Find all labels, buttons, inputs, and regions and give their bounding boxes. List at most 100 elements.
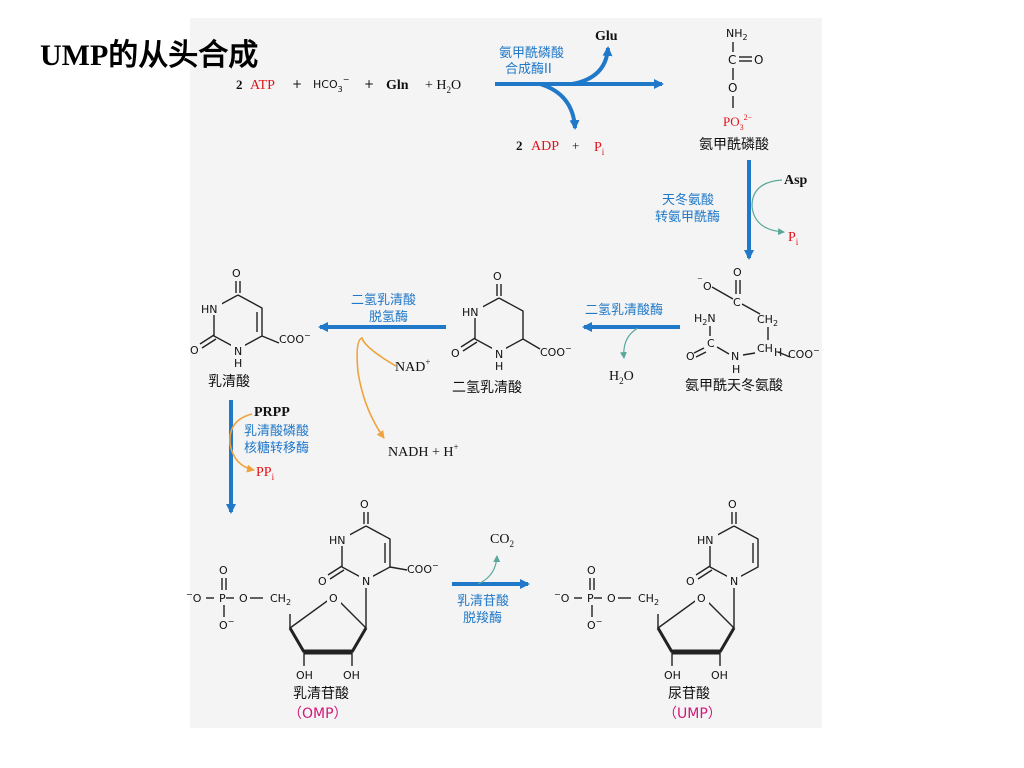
svg-text:P: P: [219, 592, 226, 605]
svg-text:CH2: CH2: [638, 592, 659, 607]
asp-pi-arrow: [751, 179, 785, 236]
svg-text:OH: OH: [711, 669, 728, 682]
svg-text:COO−: COO−: [279, 331, 311, 346]
svg-text:O: O: [728, 498, 737, 511]
adp-coefficient: 2: [516, 138, 523, 153]
svg-text:H2N: H2N: [694, 312, 716, 327]
svg-text:COO−: COO−: [540, 344, 572, 359]
ppi-label: PPi: [256, 465, 275, 482]
adp-label: ADP: [531, 139, 559, 154]
carbamoyl-aspartate-name: 氨甲酰天冬氨酸: [685, 378, 783, 394]
svg-text:N: N: [495, 348, 503, 361]
omp-abbr: （OMP）: [288, 706, 348, 722]
enzyme-cps2-label: 氨甲酰磷酸: [499, 46, 564, 61]
atom-label: NH2: [726, 27, 748, 42]
svg-text:⁻: ⁻: [697, 274, 703, 287]
dihydroorotate-structure: O HN N H O COO− 二氢乳清酸: [451, 270, 572, 396]
orotate-structure: O HN N H O COO− 乳清酸: [190, 267, 311, 390]
svg-text:O: O: [493, 270, 502, 283]
svg-text:O: O: [697, 592, 706, 605]
svg-text:CH2: CH2: [270, 592, 291, 607]
svg-text:C: C: [707, 337, 715, 350]
svg-text:HN: HN: [462, 306, 479, 319]
prpp-label: PRPP: [254, 405, 290, 420]
enzyme-atcase-label: 天冬氨酸: [662, 192, 714, 208]
plus-sign: +: [572, 138, 579, 153]
glu-release-arrow: [571, 46, 613, 86]
water-label: + H2O: [425, 78, 461, 95]
svg-text:O: O: [703, 280, 712, 293]
nad-nadh-arrow: [356, 337, 397, 439]
co2-label: CO2: [490, 532, 514, 549]
ump-structure: O HN N O O OH OH CH2 O P: [554, 498, 759, 722]
glutamine-label: Gln: [386, 78, 409, 93]
enzyme-oprt-label-2: 核糖转移酶: [244, 440, 309, 456]
atp-label: ATP: [250, 78, 275, 93]
orotate-name: 乳清酸: [208, 374, 250, 390]
svg-text:HN: HN: [329, 534, 346, 547]
co2-release-arrow: [477, 555, 501, 585]
svg-text:C: C: [733, 296, 741, 309]
svg-text:N: N: [234, 345, 242, 358]
svg-text:O−: O−: [219, 617, 234, 632]
svg-text:CH: CH: [757, 342, 773, 355]
enzyme-oprt-label: 乳清酸磷酸: [244, 424, 309, 439]
enzyme-dihydroorotase-label: 二氢乳清酸酶: [585, 302, 663, 318]
svg-text:H: H: [234, 357, 242, 370]
svg-text:O: O: [686, 575, 695, 588]
nadh-label: NADH + H+: [388, 442, 459, 460]
enzyme-dhodh-label-2: 脱氢酶: [369, 309, 408, 325]
bicarbonate-label: HCO3−: [313, 75, 349, 94]
omp-name: 乳清苷酸: [293, 686, 349, 702]
pi-label: Pi: [594, 140, 605, 157]
atp-coefficient: 2: [236, 77, 243, 92]
svg-text:HN: HN: [201, 303, 218, 316]
glu-label: Glu: [595, 29, 618, 44]
svg-text:O: O: [219, 564, 228, 577]
svg-text:OH: OH: [296, 669, 313, 682]
asp-label: Asp: [784, 173, 808, 188]
svg-text:−O: −O: [186, 590, 202, 605]
carbamoyl-aspartate-structure: ⁻ O O C CH2 CH H COO− N H C O H2N 氨甲酰天冬氨…: [685, 266, 820, 394]
svg-text:O: O: [232, 267, 241, 280]
svg-text:−O: −O: [554, 590, 570, 605]
atom-label: O: [728, 81, 737, 95]
svg-text:OH: OH: [343, 669, 360, 682]
svg-text:COO−: COO−: [407, 561, 439, 576]
enzyme-cps2-label-2: 合成酶II: [505, 61, 552, 77]
atom-label: C: [728, 53, 736, 67]
svg-text:O: O: [318, 575, 327, 588]
enzyme-dhodh-label: 二氢乳清酸: [351, 293, 416, 308]
svg-text:O: O: [239, 592, 248, 605]
enzyme-ompdc-label: 乳清苷酸: [457, 594, 509, 609]
svg-text:O: O: [329, 592, 338, 605]
svg-text:O−: O−: [587, 617, 602, 632]
ump-abbr: （UMP）: [663, 706, 722, 722]
slide-title: UMP的从头合成: [40, 39, 259, 72]
svg-text:O: O: [607, 592, 616, 605]
prpp-ppi-arrow: [229, 413, 255, 473]
carbamoyl-phosphate-name: 氨甲酰磷酸: [699, 137, 769, 153]
water-label: H2O: [609, 369, 634, 386]
carbamoyl-phosphate-structure: NH2 C O O PO32− 氨甲酰磷酸: [699, 27, 769, 153]
diagram-background: [190, 18, 822, 728]
atom-label: O: [754, 53, 763, 67]
plus-sign: +: [292, 77, 302, 91]
svg-text:N: N: [362, 575, 370, 588]
svg-text:O: O: [451, 347, 460, 360]
svg-text:H: H: [732, 363, 740, 376]
phosphate-label: PO32−: [723, 113, 753, 132]
svg-text:O: O: [190, 344, 199, 357]
adp-release-arrow: [539, 82, 580, 130]
svg-text:OH: OH: [664, 669, 681, 682]
svg-text:P: P: [587, 592, 594, 605]
plus-sign: +: [364, 77, 374, 91]
water-release-arrow: [619, 327, 639, 359]
svg-text:N: N: [731, 350, 739, 363]
svg-text:O: O: [733, 266, 742, 279]
svg-text:COO−: COO−: [788, 346, 820, 361]
ump-name: 尿苷酸: [668, 686, 710, 702]
svg-text:CH2: CH2: [757, 313, 778, 328]
